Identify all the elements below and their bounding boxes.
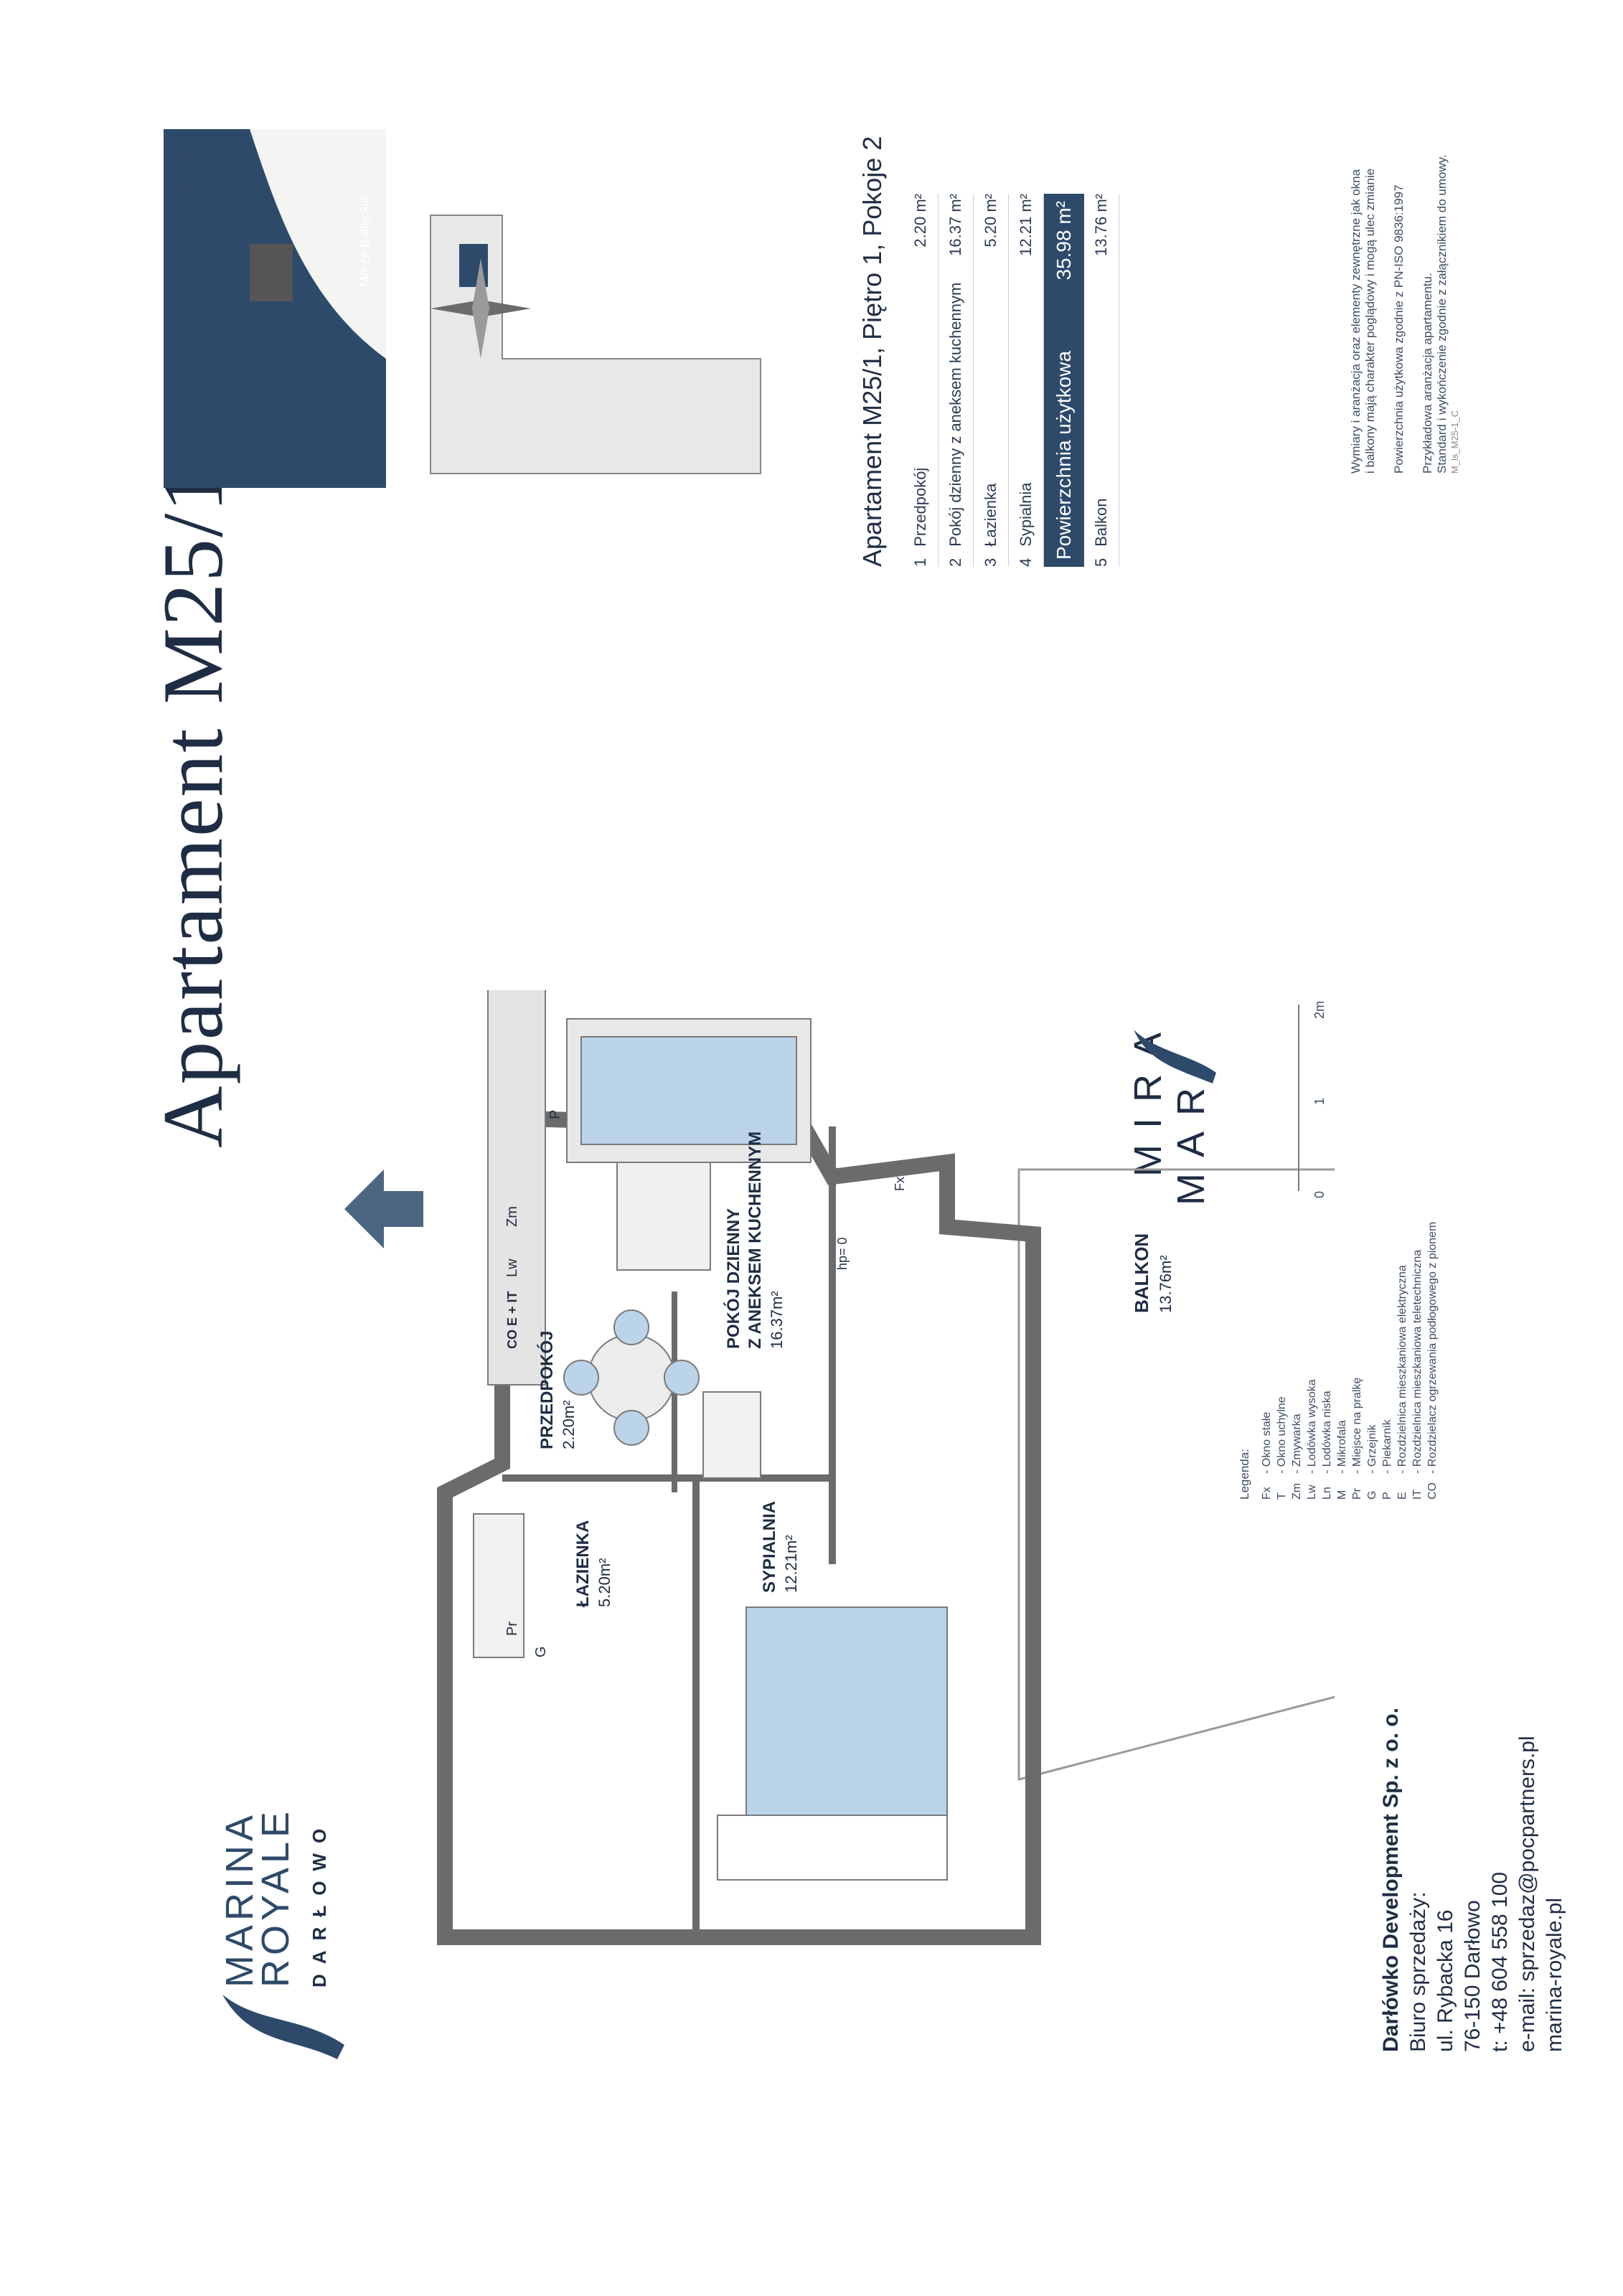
notes: Wymiary i aranżacja oraz elementy zewnęt… bbox=[1349, 154, 1460, 474]
bed-label: SYPIALNIA bbox=[760, 1501, 779, 1593]
marina-royale-logo: MARINA ROYALE DARŁOWO bbox=[208, 1807, 352, 2074]
floor-plan: PRZEDPOKÓJ 2.20m² POKÓJ DZIENNY Z ANEKSE… bbox=[437, 990, 1335, 1945]
logo-line-darlowo: DARŁOWO bbox=[309, 1818, 330, 1987]
street: ul. Rybacka 16 bbox=[1434, 1909, 1457, 2052]
scale-1: 1 bbox=[1312, 1098, 1327, 1105]
website[interactable]: marina-royale.pl bbox=[1543, 1897, 1566, 2052]
living-label-2: Z ANEKSEM KUCHENNYM bbox=[745, 1131, 765, 1349]
logo-line-royale: ROYALE bbox=[254, 1807, 297, 1987]
miramar-logo: MIRA MAR bbox=[1126, 1017, 1216, 1205]
shower bbox=[702, 1391, 761, 1479]
logo-line-marina: MARINA bbox=[218, 1810, 261, 1987]
legend-items: Fx- Okno stałe T- Okno uchylne Zm- Zmywa… bbox=[1261, 1222, 1441, 1500]
bed-area: 12.21m² bbox=[782, 1535, 800, 1593]
legend-item: IT- Rozdzielnica mieszkaniowa teletechni… bbox=[1411, 1249, 1424, 1500]
hall-label: PRZEDPOKÓJ bbox=[537, 1331, 557, 1449]
scale-0: 0 bbox=[1312, 1191, 1327, 1198]
chair bbox=[664, 1360, 700, 1396]
company-info: Darłówko Development Sp. z o. o. Biuro s… bbox=[1378, 1708, 1568, 2052]
scale-2m: 2m bbox=[1312, 1001, 1327, 1019]
chair bbox=[563, 1360, 599, 1396]
situational-plan-label: Plan sytuacyjny bbox=[178, 139, 192, 230]
sofa-cushions bbox=[580, 1036, 797, 1145]
note-line: M_ls_M25-1_C bbox=[1449, 410, 1460, 474]
appliance-zm: Zm bbox=[504, 1206, 520, 1227]
sea-label: Morze Bałtyckie bbox=[357, 195, 372, 287]
chair bbox=[613, 1410, 649, 1446]
note-line: Standard i wykończenie zgodnie z załączn… bbox=[1435, 154, 1449, 474]
email[interactable]: e-mail: sprzedaz@pocpartners.pl bbox=[1515, 1736, 1539, 2052]
living-area: 16.37m² bbox=[768, 1291, 786, 1349]
legend-item: T- Okno uchylne bbox=[1276, 1396, 1288, 1500]
entrance-arrow-icon bbox=[344, 1170, 423, 1248]
hall-area: 2.20m² bbox=[560, 1401, 578, 1449]
legend-item: Zm- Zmywarka bbox=[1291, 1413, 1303, 1500]
coffee-table bbox=[616, 1162, 711, 1271]
building-shape bbox=[250, 244, 293, 301]
legend-item: CO- Rozdzielacz ogrzewania podłogowego z… bbox=[1426, 1221, 1439, 1500]
rooms-heading: Apartament M25/1, Piętro 1, Pokoje 2 bbox=[857, 136, 887, 567]
legend-item: Pr- Miejsce na pralkę bbox=[1351, 1377, 1363, 1500]
appliance-pr: Pr bbox=[504, 1622, 520, 1636]
legend-item: M- Mikrofala bbox=[1336, 1420, 1348, 1500]
outer-wall bbox=[437, 1111, 1041, 1945]
legend-title: Legenda: bbox=[1238, 1449, 1251, 1500]
page-title: Apartament M25/1 bbox=[145, 467, 240, 1148]
note-line: Przykładowa aranżacja apartamentu. bbox=[1421, 273, 1434, 474]
legend-item: Lw- Lodówka wysoka bbox=[1306, 1379, 1318, 1500]
beach-label: Plaża bbox=[357, 441, 372, 474]
legend: Legenda: Fx- Okno stałe T- Okno uchylne … bbox=[1238, 1222, 1441, 1500]
note-line: i balkony mają charakter poglądowy i mog… bbox=[1363, 168, 1377, 474]
legend-item: G- Grzejnik bbox=[1366, 1424, 1378, 1500]
window-fx: Fx bbox=[893, 1177, 907, 1191]
note-line: Wymiary i aranżacja oraz elementy zewnęt… bbox=[1349, 169, 1363, 474]
washbasin bbox=[473, 1513, 524, 1658]
city: 76-150 Darłowo bbox=[1461, 1900, 1485, 2052]
balcony-label: BALKON bbox=[1131, 1233, 1152, 1313]
total-area-row: Powierzchnia użytkowa 35.98 m² bbox=[1044, 194, 1084, 567]
legend-item: Ln- Lodówka niska bbox=[1321, 1391, 1333, 1500]
phone[interactable]: t: +48 604 558 100 bbox=[1488, 1871, 1512, 2052]
bed bbox=[745, 1606, 948, 1823]
legend-item: P- Piekarnik bbox=[1381, 1419, 1393, 1500]
legend-item: Fx- Okno stałe bbox=[1261, 1411, 1273, 1500]
bath-area: 5.20m² bbox=[596, 1558, 613, 1607]
level-hp: hp= 0 bbox=[835, 1237, 850, 1270]
appliance-g: G bbox=[533, 1646, 549, 1657]
map-sea-shape bbox=[164, 129, 386, 488]
appliance-co: CO E + IT bbox=[505, 1291, 519, 1349]
appliance-lw: Lw bbox=[504, 1258, 520, 1277]
balcony-outline bbox=[1017, 1168, 1335, 1781]
dining-table bbox=[588, 1334, 675, 1421]
living-label: POKÓJ DZIENNY bbox=[723, 1208, 743, 1349]
wardrobe bbox=[717, 1815, 948, 1881]
kitchen-counter bbox=[487, 990, 546, 1385]
situational-map: Morze Bałtyckie Plaża Plan sytuacyjny bbox=[164, 129, 386, 488]
company-name: Darłówko Development Sp. z o. o. bbox=[1379, 1707, 1403, 2052]
note-line: Powierzchnia użytkowa zgodnie z PN-ISO 9… bbox=[1392, 184, 1406, 474]
balcony-area: 13.76m² bbox=[1157, 1255, 1175, 1313]
appliance-p: P bbox=[547, 1110, 563, 1119]
miramar-wave-icon bbox=[1134, 1030, 1216, 1083]
compass-rose-icon bbox=[431, 258, 531, 359]
chair bbox=[613, 1309, 649, 1345]
legend-item: E- Rozdzielnica mieszkaniowa elektryczna bbox=[1396, 1265, 1408, 1500]
wave-logo-icon bbox=[222, 1995, 344, 2059]
bath-label: ŁAZIENKA bbox=[573, 1520, 593, 1607]
office-label: Biuro sprzedaży: bbox=[1406, 1891, 1430, 2052]
